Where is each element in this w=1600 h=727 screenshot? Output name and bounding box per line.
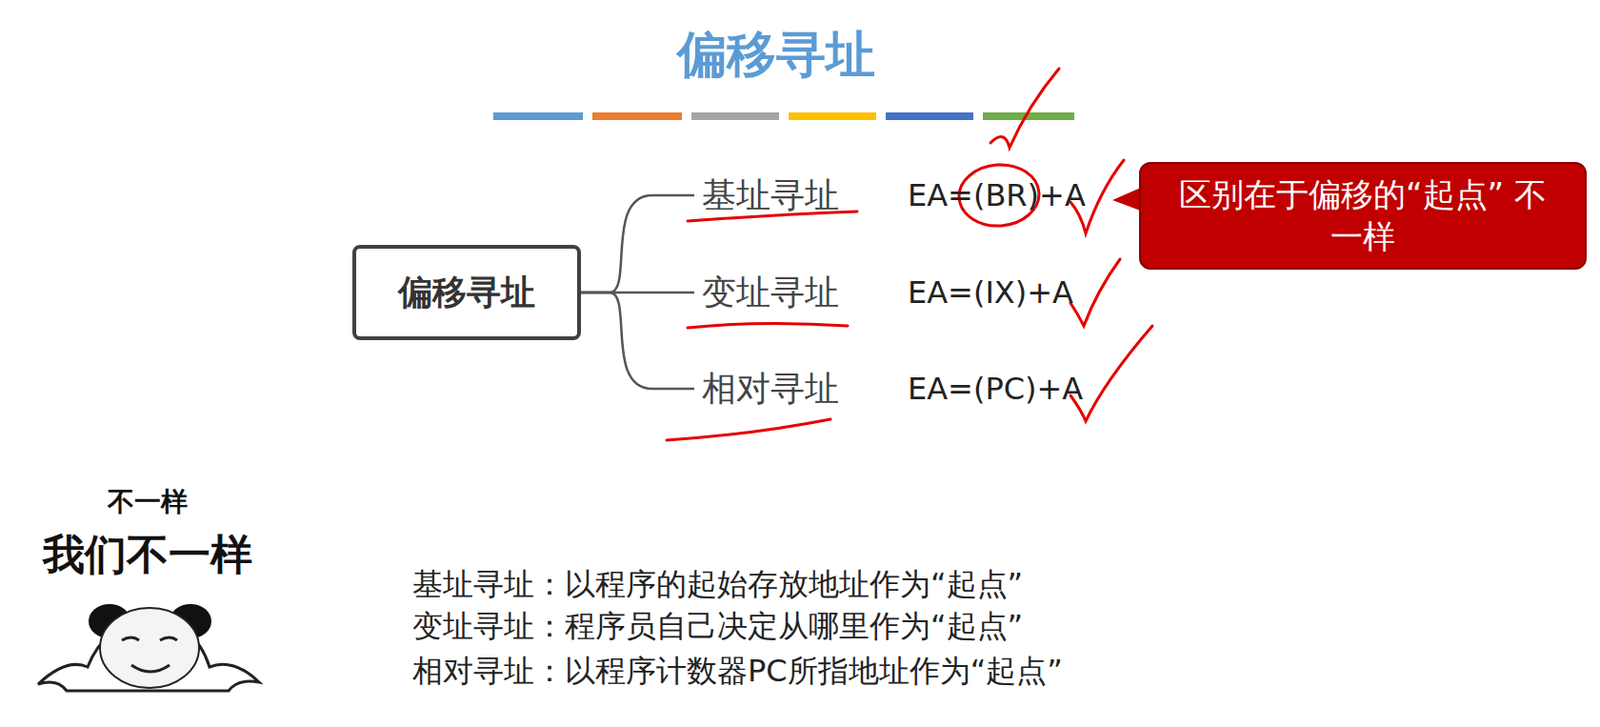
bar-segment	[592, 112, 682, 120]
check-mark	[990, 68, 1060, 148]
title: 偏移寻址	[677, 21, 876, 89]
note-line: 基址寻址：以程序的起始存放地址作为“起点”	[412, 563, 1023, 606]
panda-eyes	[121, 637, 178, 640]
note-line: 相对寻址：以程序计数器PC所指地址作为“起点”	[412, 650, 1063, 693]
title-color-bar	[493, 112, 1075, 120]
red-annotations	[666, 68, 1153, 440]
branch-connector	[580, 195, 695, 293]
meme-caption: 不一样	[107, 483, 188, 520]
node-text: 区别在于偏移的“起点” 不一样	[1172, 173, 1554, 258]
bar-segment	[493, 112, 583, 120]
bar-segment	[885, 112, 974, 120]
branch-connector	[580, 292, 695, 389]
formula: EA=(BR)+A	[907, 177, 1086, 214]
underline-mark	[687, 322, 848, 328]
callout-box: 区别在于偏移的“起点” 不一样	[1139, 161, 1587, 270]
bar-segment	[691, 112, 780, 120]
mindmap-root-box: 偏移寻址	[352, 244, 581, 340]
check-mark	[1070, 259, 1120, 326]
panda-face	[100, 607, 200, 688]
branch-label: 变址寻址	[698, 267, 843, 319]
panda-mouth	[131, 664, 170, 672]
underline-mark	[666, 419, 831, 440]
node-text: 基址寻址	[701, 175, 840, 215]
formula: EA=(PC)+A	[907, 370, 1083, 407]
panda-meme	[38, 603, 260, 691]
branch-label: 相对寻址	[698, 363, 843, 415]
node-text: 偏移寻址	[398, 269, 536, 317]
bar-segment	[788, 112, 877, 120]
note-line: 变址寻址：程序员自己决定从哪里作为“起点”	[412, 605, 1023, 648]
formula: EA=(IX)+A	[907, 274, 1074, 311]
meme-caption: 我们不一样	[42, 526, 253, 583]
node-text: 相对寻址	[701, 368, 840, 408]
branch-label: 基址寻址	[698, 170, 843, 221]
node-text: 变址寻址	[701, 272, 840, 312]
